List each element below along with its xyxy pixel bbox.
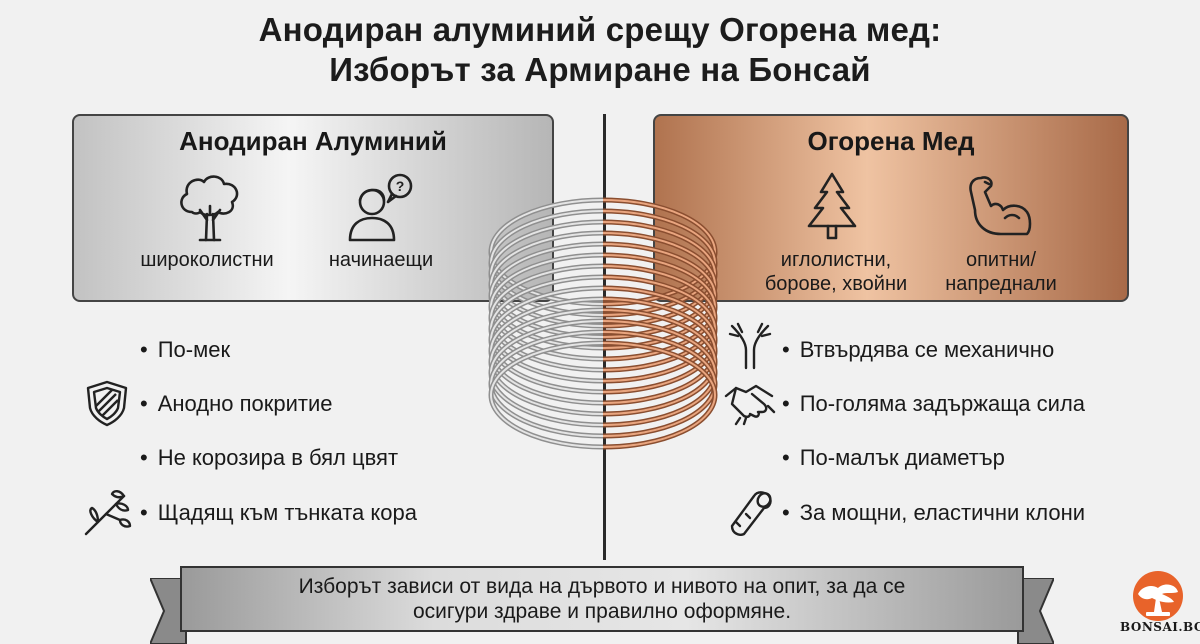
wire-coil-icon — [480, 186, 726, 467]
banner-text: Изборът зависи от вида на дървото и ниво… — [298, 575, 906, 623]
copper-bullet-2: •По-голяма задържаща сила — [782, 391, 1086, 416]
aluminum-bullet-2: •Анодно покритие — [140, 391, 333, 416]
aluminum-caption-2: начинаещи — [328, 249, 434, 271]
aluminum-heading: Анодиран Алуминий — [179, 126, 447, 156]
shield-icon — [82, 378, 132, 433]
beginner-icon: ? — [344, 172, 416, 244]
page-title: Анодиран алуминий срещу Огорена мед: Изб… — [0, 10, 1200, 90]
bonsai-logo — [1122, 570, 1194, 642]
split-branch-icon — [726, 320, 774, 375]
branch-icon — [80, 486, 136, 543]
aluminum-caption-1: широколистни — [140, 249, 274, 271]
muscle-icon — [961, 170, 1035, 242]
banner-right-tail — [1017, 578, 1054, 644]
copper-panel: Огорена Мед иглолистни, борове, хвойни о… — [653, 114, 1129, 302]
aluminum-bullet-3: •Не корозира в бял цвят — [140, 445, 399, 470]
banner-left-tail — [150, 578, 187, 644]
handshake-icon — [722, 378, 778, 431]
logo-text: BONSAI.BG — [1120, 620, 1200, 634]
tree-icon — [174, 170, 246, 242]
aluminum-bullet-4: •Щадящ към тънката кора — [140, 500, 417, 525]
copper-bullet-4: •За мощни, еластични клони — [782, 500, 1086, 525]
log-icon — [724, 486, 778, 541]
pine-tree-icon — [801, 170, 863, 242]
copper-caption-2: опитни/ напреднали — [945, 249, 1057, 295]
summary-banner: Изборът зависи от вида на дървото и ниво… — [180, 566, 1024, 632]
title-line-1: Анодиран алуминий срещу Огорена мед: — [258, 11, 942, 48]
aluminum-bullet-1: •По-мек — [140, 337, 231, 362]
copper-caption-1: иглолистни, борове, хвойни — [764, 249, 908, 295]
aluminum-panel: Анодиран Алуминий ? широколистни начинае… — [72, 114, 554, 302]
title-line-2: Изборът за Армиране на Бонсай — [329, 51, 871, 88]
svg-text:?: ? — [396, 178, 405, 194]
copper-bullet-1: •Втвърдява се механично — [782, 337, 1055, 362]
copper-bullet-3: •По-малък диаметър — [782, 445, 1005, 470]
copper-heading: Огорена Мед — [807, 126, 975, 156]
